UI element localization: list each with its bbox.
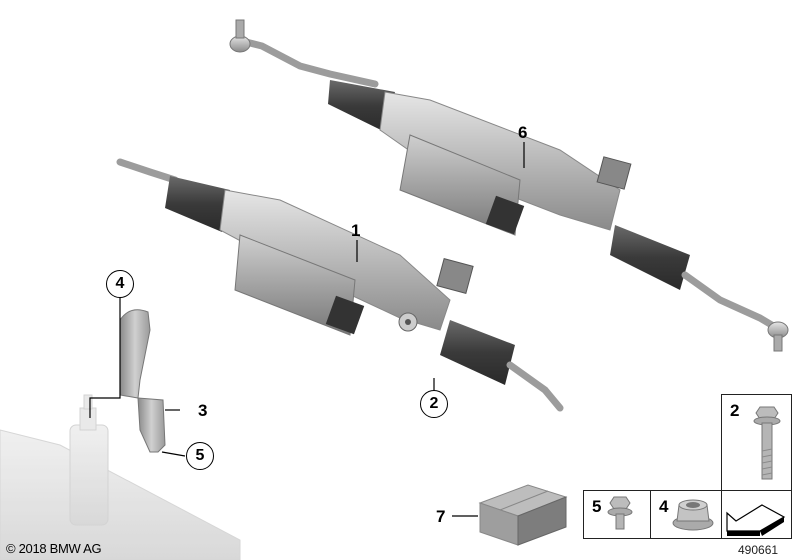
orientation-arrow-icon <box>726 504 786 536</box>
image-id: 490661 <box>738 543 779 557</box>
hardware-panel-screw: 5 <box>583 490 652 539</box>
steering-rack-rear <box>229 19 789 352</box>
callout-5: 5 <box>186 442 214 470</box>
callout-6: 6 <box>518 123 528 142</box>
callout-4: 4 <box>106 270 134 298</box>
hardware-panel-bolt: 2 <box>721 394 792 492</box>
leader-lines <box>89 142 525 517</box>
callout-2: 2 <box>420 390 448 418</box>
hardware-panel-symbol <box>721 490 792 539</box>
bolt-icon <box>753 406 781 480</box>
callout-3: 3 <box>198 401 208 420</box>
hardware-panel-nut: 4 <box>650 490 723 539</box>
panel-label: 2 <box>730 401 740 420</box>
callout-1: 1 <box>351 221 361 240</box>
steering-rack-front <box>116 158 564 412</box>
callout-7: 7 <box>436 507 446 526</box>
copyright-text: © 2018 BMW AG <box>6 541 102 556</box>
nut-icon <box>672 499 714 531</box>
panel-label: 4 <box>659 497 669 516</box>
ghost-rack-context <box>0 394 241 560</box>
screw-icon <box>607 496 633 530</box>
panel-label: 5 <box>592 497 602 516</box>
repair-kit-box <box>478 484 568 546</box>
heat-shield <box>119 309 166 453</box>
